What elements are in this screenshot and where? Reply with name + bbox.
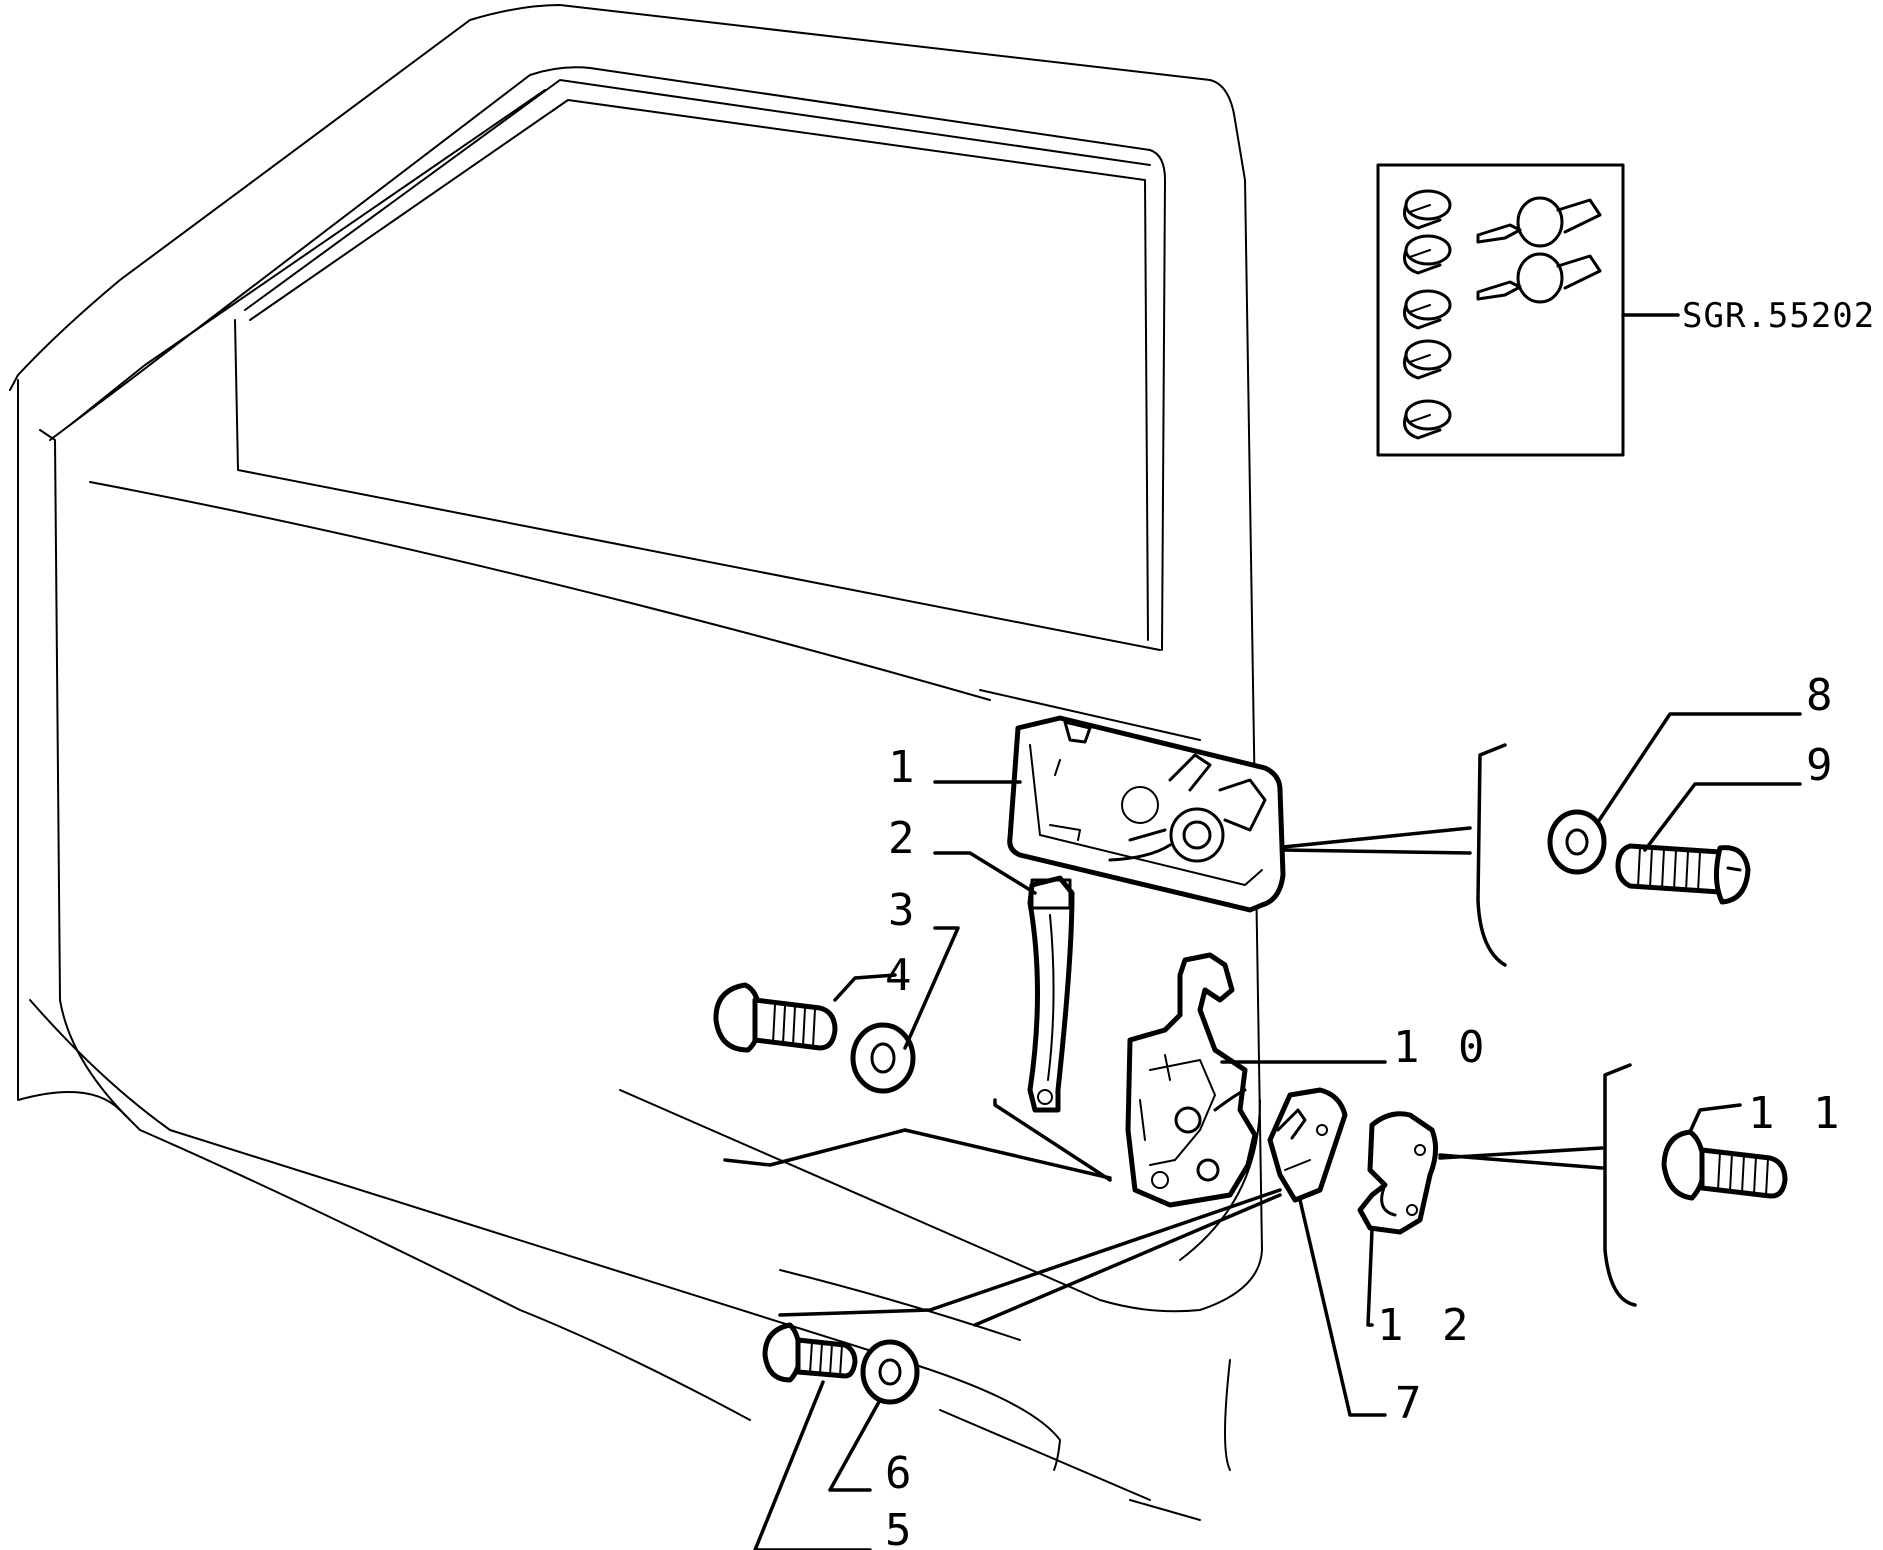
part-8-washer	[1547, 809, 1607, 875]
part-1-lock-housing	[1007, 715, 1286, 913]
part-10-latch	[1125, 952, 1258, 1208]
callout-label-3: 3	[888, 885, 921, 936]
callout-label-8: 8	[1806, 670, 1839, 721]
callout-label-2: 2	[888, 813, 921, 864]
door-outline	[9, 4, 1263, 1521]
lock-barrel-icon	[1403, 339, 1452, 380]
callout-label-7: 7	[1395, 1378, 1428, 1429]
kit-reference-code: SGR.55202	[1682, 296, 1875, 336]
key-icon	[1476, 252, 1602, 304]
lock-barrel-icon	[1403, 399, 1452, 440]
part-3-washer	[850, 1022, 916, 1094]
part-6-washer	[860, 1339, 920, 1405]
part-11-screw	[1661, 1129, 1788, 1201]
callout-label-9: 9	[1806, 740, 1839, 791]
callout-label-10: 1 0	[1393, 1022, 1490, 1073]
part-7-plate	[1267, 1087, 1348, 1203]
part-5-screw	[762, 1322, 858, 1383]
lock-barrel-icon	[1403, 189, 1452, 230]
callout-label-1: 1	[888, 742, 921, 793]
callout-label-5: 5	[885, 1505, 918, 1550]
kit-frame	[1376, 163, 1625, 457]
lock-barrel-icon	[1403, 289, 1452, 330]
part-9-screw	[1615, 843, 1751, 905]
leader-lines	[723, 712, 1802, 1550]
part-2-link-rod	[1027, 875, 1075, 1113]
callout-label-6: 6	[885, 1448, 918, 1499]
key-icon	[1476, 196, 1602, 248]
callout-label-4: 4	[885, 950, 918, 1001]
brackets	[1476, 743, 1637, 1307]
callout-label-11: 1 1	[1748, 1088, 1845, 1139]
part-12-striker	[1357, 1111, 1438, 1235]
lock-barrel-icon	[1403, 234, 1452, 275]
callout-label-12: 1 2	[1377, 1300, 1474, 1351]
callout-labels: 1 2 3 4 5 6 7 8 9 1 0 1 1 1 2	[885, 670, 1845, 1550]
part-4-screw	[713, 982, 838, 1053]
lock-barrel-kit: SGR.55202	[1376, 163, 1875, 457]
